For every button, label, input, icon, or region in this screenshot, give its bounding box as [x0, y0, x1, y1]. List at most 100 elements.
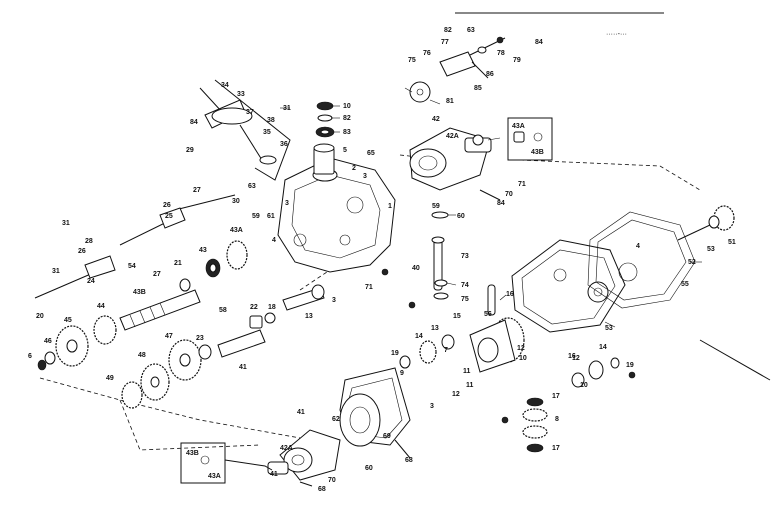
- vertical-shaft: [431, 211, 449, 300]
- callout-35: 34: [221, 82, 229, 89]
- bushing-6: [37, 359, 47, 371]
- callout-9: 9: [400, 370, 404, 377]
- callout-33: 31: [283, 105, 291, 112]
- dashed-boundary-right: [519, 159, 701, 191]
- callout-10-c: 10: [580, 382, 588, 389]
- callout-7: 7: [444, 347, 448, 354]
- callout-16-b: 16: [568, 353, 576, 360]
- callout-42A: 42: [432, 116, 440, 123]
- callout-65: 62: [332, 416, 340, 423]
- callout-20: 20: [36, 313, 44, 320]
- bevel-gear-45: [226, 240, 248, 270]
- callout-86-b: 82: [343, 115, 351, 122]
- callout-59: 56: [484, 311, 492, 318]
- callout-63-b: 60: [365, 465, 373, 472]
- callout-62-b: 59: [432, 203, 440, 210]
- callout-11: 11: [463, 368, 471, 375]
- callout-25: 25: [165, 213, 173, 220]
- callout-2: 2: [352, 165, 356, 172]
- callout-12-c: 12: [572, 355, 580, 362]
- callout-27-b: 27: [153, 271, 161, 278]
- callout-75: 71: [365, 284, 373, 291]
- callout-81: 77: [441, 39, 449, 46]
- callout-16: 16: [506, 291, 514, 298]
- shift-lever-assembly: [199, 79, 291, 181]
- callout-26: 26: [163, 202, 171, 209]
- dashed-guide-2: [299, 269, 331, 291]
- callout-3-a: 3: [285, 200, 289, 207]
- callout-11-b: 11: [466, 382, 474, 389]
- callout-39: 38: [267, 117, 275, 124]
- callout-45: 43A: [230, 227, 243, 234]
- gear-49: [44, 351, 56, 365]
- callout-49: 46: [44, 338, 52, 345]
- callout-36: 35: [263, 129, 271, 136]
- callout-8: 8: [555, 416, 559, 423]
- lower-housing: [339, 367, 411, 447]
- callout-83: 79: [513, 57, 521, 64]
- main-housing: [277, 143, 396, 273]
- leader-line-right: [699, 339, 771, 381]
- callout-73-b: 68: [318, 486, 326, 493]
- callout-51: 48: [138, 352, 146, 359]
- callout-1: 1: [388, 203, 392, 210]
- callout-56: 53: [605, 325, 613, 332]
- callout-52: 49: [106, 375, 114, 382]
- callout-85A: 86: [486, 71, 494, 78]
- callout-42: 41: [297, 409, 305, 416]
- callout-12: 12: [517, 345, 525, 352]
- callout-26-b: 26: [78, 248, 86, 255]
- inset-bottom-label-a: 43B: [186, 450, 199, 457]
- callout-85: 81: [446, 98, 454, 105]
- callout-74-b: 70: [328, 477, 336, 484]
- callout-labels: 84 82 63 77 76 75 78 79 86 85 81 10 82 8…: [28, 27, 736, 493]
- callout-19-b: 19: [626, 362, 634, 369]
- inset-box-bottom: 43B 43A: [180, 442, 273, 484]
- callout-17: 17: [552, 393, 560, 400]
- callout-43: 42A: [446, 133, 459, 140]
- leader-lines: [280, 87, 702, 328]
- callout-77: 74: [461, 282, 469, 289]
- callout-44: 43: [199, 247, 207, 254]
- callout-14: 14: [415, 333, 423, 340]
- callout-75-b: 71: [518, 181, 526, 188]
- dashed-boundary-left: [39, 377, 301, 439]
- differential-assembly: [399, 317, 525, 373]
- upper-fork-assembly: [409, 36, 506, 103]
- gasket: [587, 211, 696, 309]
- callout-10-b: 10: [519, 355, 527, 362]
- callout-13-b: 13: [431, 325, 439, 332]
- cover-plate: [511, 239, 626, 333]
- callout-37: 36: [280, 141, 288, 148]
- callout-66: 63: [248, 183, 256, 190]
- callout-17-b: 17: [552, 445, 560, 452]
- callout-61: 58: [219, 307, 227, 314]
- callout-21: 21: [174, 260, 182, 267]
- callout-4-b: 4: [636, 243, 640, 250]
- callout-23: 23: [196, 335, 204, 342]
- callout-38: 37: [246, 109, 254, 116]
- callout-3-c: 3: [332, 297, 336, 304]
- callout-4-a: 4: [272, 237, 276, 244]
- inset-bottom-label-b: 43A: [208, 473, 221, 480]
- callout-3-d: 3: [430, 403, 434, 410]
- callout-55: 52: [688, 259, 696, 266]
- callout-34: 33: [237, 91, 245, 98]
- center-shafts: [198, 284, 325, 360]
- dashed-boundary-bottom: [119, 399, 261, 451]
- callout-13: 13: [305, 313, 313, 320]
- callout-29: 29: [186, 147, 194, 154]
- misc-fasteners: [299, 189, 636, 487]
- axle-housing-lower: [267, 429, 341, 481]
- pin-16: [487, 284, 496, 316]
- callout-71: 68: [405, 457, 413, 464]
- callout-72: 69: [383, 433, 391, 440]
- inset-top-label-a: 43A: [512, 123, 525, 130]
- callout-82: 78: [497, 50, 505, 57]
- callout-56-b: 53: [707, 246, 715, 253]
- left-shaft-assembly: [34, 194, 236, 299]
- bearing-stack: [315, 101, 335, 138]
- callout-86: 82: [444, 27, 452, 34]
